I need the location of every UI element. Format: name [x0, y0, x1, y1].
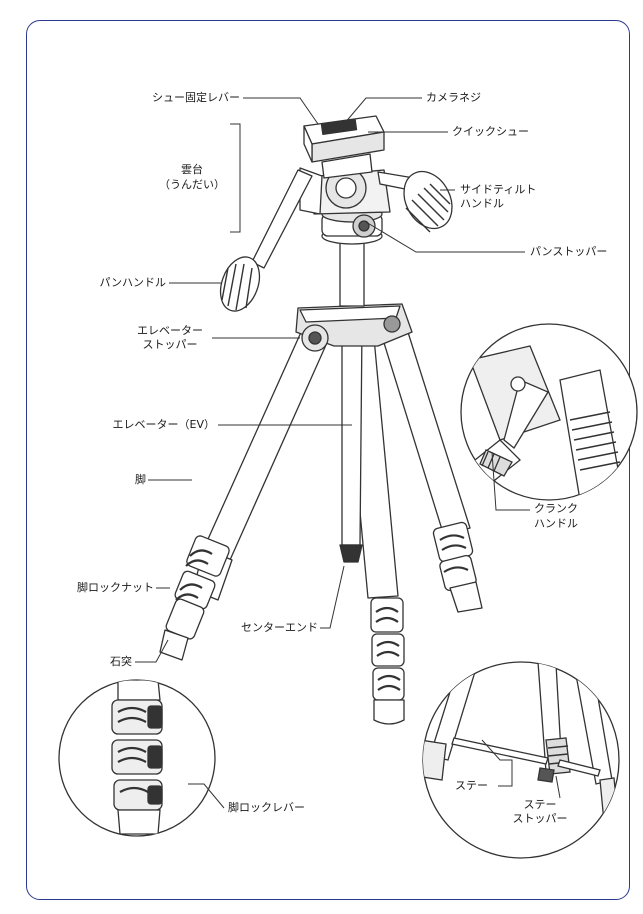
leader-lines: [135, 97, 561, 809]
label-elevator: エレベーター（EV）: [112, 418, 215, 431]
label-elevator-stopper-line1: エレベーター: [137, 324, 203, 337]
label-side-tilt-line2: ハンドル: [460, 197, 504, 210]
label-stone-tip: 石突: [110, 655, 132, 668]
label-stay-stopper-line1: ステー: [523, 798, 557, 811]
leg-right: [379, 325, 483, 613]
label-pan-handle: パンハンドル: [99, 276, 166, 289]
label-head-line1: 雲台: [181, 163, 203, 176]
label-center-end: センターエンド: [241, 621, 318, 634]
tripod-illustration: [159, 115, 483, 725]
label-stay: ステー: [455, 779, 488, 792]
crank-inset-art: [461, 345, 621, 500]
label-camera-screw: カメラネジ: [426, 91, 481, 104]
label-quick-shoe: クイックシュー: [452, 125, 529, 138]
side-tilt-handle-art: [377, 170, 453, 233]
label-head-line2: （うんだい）: [159, 178, 225, 191]
label-shoe-lock-lever: シュー固定レバー: [152, 91, 240, 104]
pan-handle-art: [219, 169, 313, 312]
label-leg-lock-nut: 脚ロックナット: [77, 581, 154, 594]
label-side-tilt-line1: サイドティルト: [460, 183, 537, 196]
center-column: [339, 239, 365, 307]
diagram-frame: [26, 20, 630, 900]
label-crank-line1: クランク: [534, 502, 578, 515]
elevator-column: [339, 325, 363, 563]
label-elevator-stopper-line2: ストッパー: [142, 338, 198, 351]
quick-shoe-plate: [303, 115, 385, 179]
label-crank-line2: ハンドル: [534, 517, 578, 530]
tripod-crown: [295, 303, 413, 352]
label-leg: 脚: [135, 473, 146, 486]
label-leg-lock-lever: 脚ロックレバー: [228, 801, 305, 814]
label-stay-stopper-line2: ストッパー: [512, 812, 568, 825]
label-pan-stopper: パンストッパー: [530, 245, 608, 258]
leg-left: [159, 329, 331, 661]
lever-inset-art: [111, 680, 163, 835]
